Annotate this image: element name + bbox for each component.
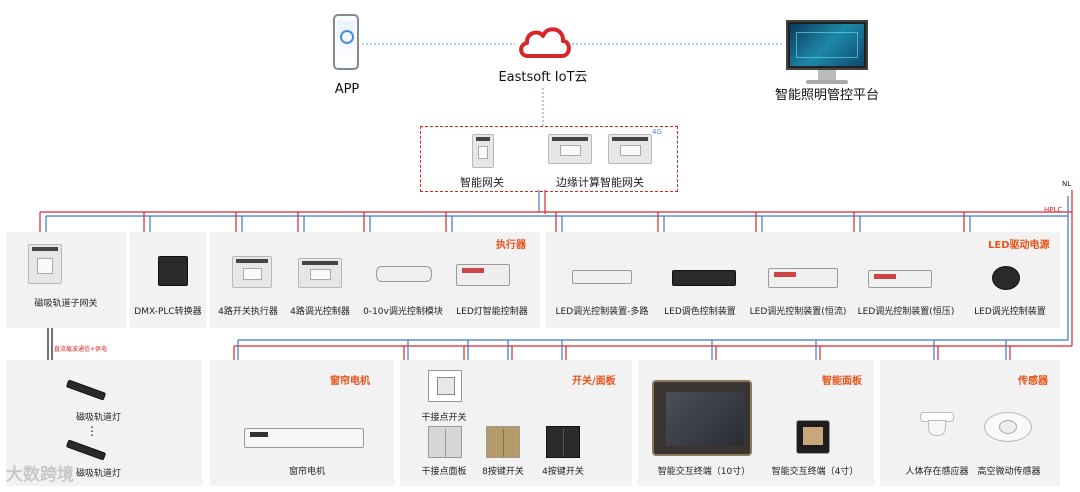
microwave-sensor-device [984,412,1032,442]
track-light-label-1: 磁吸轨道灯 [76,413,122,423]
led-cc-device [768,268,838,288]
led-color-device [672,270,736,286]
category-smart-panel: 智能面板 [822,376,862,387]
led-cv-device [868,270,932,288]
label-switch-actuator: 4路开关执行器 [218,307,278,317]
smart-gateway-label: 智能网关 [460,176,504,189]
label-led-color: LED调色控制装置 [664,307,736,317]
dmx-device [158,256,188,286]
subgateway-device [28,244,62,284]
switch-actuator-device [232,256,272,288]
app-label: APP [334,82,360,97]
gateway-group-box [420,126,678,192]
label-led-cv: LED调光控制装置(恒压) [857,307,955,317]
row2-panel-curtain [210,360,394,486]
terminal10-device [652,380,752,456]
edge-gateway-device-2 [608,134,652,164]
curtain-motor-device [244,428,364,448]
category-switch: 开关/面板 [572,376,616,387]
edge-gateway-device-1 [548,134,592,164]
row1-panel-subgateway [6,232,126,328]
key4-switch-device [546,426,580,458]
hplc-label: HPLC [1044,206,1063,214]
label-dry-contact-panel: 干接点面板 [421,467,467,477]
cloud-icon [519,27,571,58]
label-led-smart-controller: LED灯智能控制器 [456,307,528,317]
category-sensor: 传感器 [1018,376,1048,387]
category-curtain: 窗帘电机 [330,376,370,387]
label-dry-contact-switch: 干接点开关 [421,413,467,423]
category-actuator: 执行器 [496,240,526,251]
label-dimmer-controller: 4路调光控制器 [290,307,350,317]
label-human-sensor: 人体存在感应器 [905,467,969,477]
dry-contact-switch-device [428,370,462,402]
label-led-multichannel: LED调光控制装置-多路 [555,307,649,317]
dimmer-controller-device [298,258,342,288]
label-key8: 8按键开关 [482,467,524,477]
edge-gateway-label: 边缘计算智能网关 [556,176,644,189]
track-light-label-2: 磁吸轨道灯 [76,469,122,479]
platform-label: 智能照明管控平台 [774,88,879,103]
human-sensor-device [920,412,954,438]
label-dimming-module: 0-10v调光控制模块 [363,307,443,317]
label-dmx: DMX-PLC转换器 [134,307,202,317]
label-curtain-motor: 窗帘电机 [288,467,325,477]
label-key4: 4按键开关 [542,467,584,477]
smart-gateway-device [472,134,494,168]
dry-contact-panel-device [428,426,462,458]
label-led-round: LED调光控制装置 [974,307,1046,317]
label-subgateway: 磁吸轨道子网关 [34,299,98,309]
label-microwave-sensor: 高空微动传感器 [977,467,1041,477]
label-terminal4: 智能交互终端（4寸） [771,467,859,477]
label-led-cc: LED调光控制装置(恒流) [749,307,847,317]
dc-carrier-note: 直流载波通信+供电 [54,346,108,353]
led-round-driver-device [992,266,1020,290]
key8-switch-device [486,426,520,458]
row2-panel-track [6,360,202,486]
led-smart-controller-device [456,264,510,286]
track-dots: ⋮ [86,424,98,438]
watermark: 大数跨境 [6,465,74,485]
category-led-driver: LED驱动电源 [988,240,1050,251]
monitor-icon [786,20,868,70]
cloud-label: Eastsoft IoT云 [498,70,588,85]
phone-app-icon [333,14,359,70]
label-terminal10: 智能交互终端（10寸） [657,467,751,477]
terminal4-device [796,420,830,454]
badge-4g: 4G [652,128,662,136]
nl-label: NL [1062,180,1072,188]
dimming-module-device [376,266,432,282]
led-multichannel-device [572,270,632,284]
